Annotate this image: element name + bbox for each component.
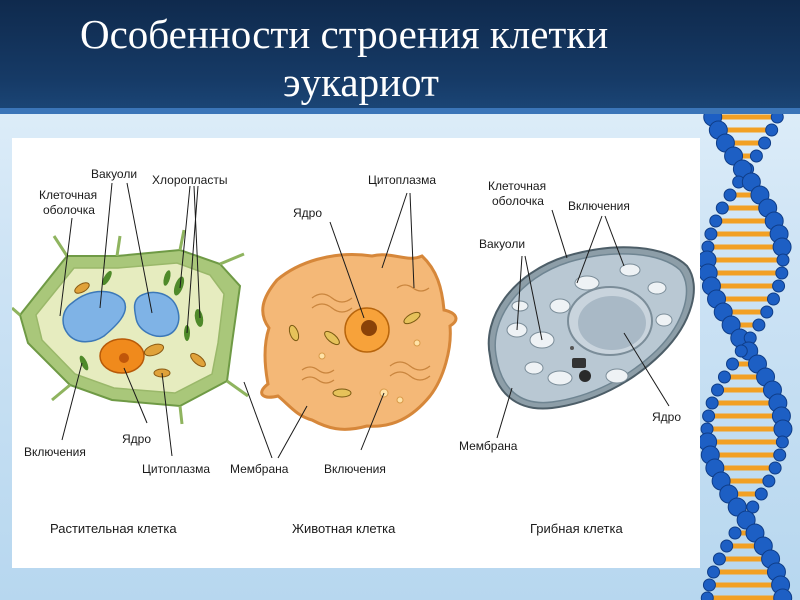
dna-bead bbox=[754, 487, 768, 501]
fungal-vacuoles bbox=[506, 263, 673, 386]
dna-bead bbox=[772, 279, 786, 293]
animal-labels: Цитоплазма Ядро Мембрана Включения Живот… bbox=[230, 173, 436, 536]
animal-label-cytoplasm: Цитоплазма bbox=[368, 173, 436, 187]
slide-title-line-2: эукариот bbox=[283, 59, 439, 105]
dna-bead bbox=[766, 292, 780, 306]
plant-caption: Растительная клетка bbox=[50, 521, 177, 536]
fungal-inclusions bbox=[570, 346, 591, 382]
dna-bead bbox=[707, 565, 721, 579]
plant-label-chloroplasts: Хлоропласты bbox=[152, 173, 227, 187]
dna-bead bbox=[717, 370, 731, 384]
dna-bead bbox=[723, 188, 737, 202]
plant-label-inclusions: Включения bbox=[24, 445, 86, 459]
dna-bead bbox=[776, 253, 790, 267]
plant-cell-neighbors bbox=[12, 229, 249, 425]
dna-bead bbox=[773, 448, 787, 462]
dna-bead bbox=[726, 357, 740, 371]
leader-lines bbox=[59, 182, 670, 459]
fungal-caption: Грибная клетка bbox=[530, 521, 623, 536]
animal-label-membrane: Мембрана bbox=[230, 462, 289, 476]
plant-label-nucleus: Ядро bbox=[122, 432, 151, 446]
dna-bead bbox=[724, 146, 744, 166]
animal-mitochondria bbox=[288, 311, 421, 398]
dna-bead bbox=[705, 396, 719, 410]
plant-label-vacuoles: Вакуоли bbox=[91, 167, 137, 181]
plant-cell bbox=[12, 229, 249, 425]
dna-bead bbox=[749, 149, 763, 163]
plant-labels: Вакуоли Хлоропласты Клеточная оболочка В… bbox=[24, 167, 227, 536]
fungal-label-inclusions: Включения bbox=[568, 199, 630, 213]
plant-chloroplasts bbox=[79, 270, 204, 371]
animal-label-nucleus: Ядро bbox=[293, 206, 322, 220]
slide-header bbox=[0, 0, 800, 112]
plant-label-wall-line1: Клеточная bbox=[39, 188, 97, 202]
fungal-labels: Клеточная оболочка Включения Вакуоли Ядр… bbox=[459, 179, 681, 536]
slide-title-line-1: Особенности строения клетки bbox=[80, 11, 609, 57]
dna-bead bbox=[758, 136, 772, 150]
plant-vacuole-left bbox=[62, 290, 127, 343]
fungal-label-wall-line1: Клеточная bbox=[488, 179, 546, 193]
dna-bead bbox=[775, 435, 789, 449]
cell-diagram: Вакуоли Хлоропласты Клеточная оболочка В… bbox=[12, 167, 695, 536]
fungal-cell bbox=[487, 246, 695, 410]
fungal-nucleus-inner bbox=[578, 296, 646, 350]
dna-bead bbox=[773, 588, 793, 600]
dna-bead bbox=[704, 227, 718, 241]
dna-bead bbox=[768, 461, 782, 475]
fungal-label-membrane: Мембрана bbox=[459, 439, 518, 453]
dna-bead bbox=[709, 214, 723, 228]
dna-bead bbox=[736, 510, 756, 530]
plant-nucleolus bbox=[119, 353, 129, 363]
dna-bead bbox=[702, 578, 716, 592]
dna-bead bbox=[775, 266, 789, 280]
animal-inclusions bbox=[318, 339, 421, 404]
dna-bead bbox=[727, 497, 747, 517]
animal-nucleolus bbox=[361, 320, 377, 336]
dna-bead bbox=[712, 552, 726, 566]
dna-bead bbox=[715, 201, 729, 215]
plant-label-wall-line2: оболочка bbox=[43, 203, 95, 217]
fungal-label-vacuoles: Вакуоли bbox=[479, 237, 525, 251]
dna-bead bbox=[702, 409, 716, 423]
animal-caption: Животная клетка bbox=[292, 521, 396, 536]
plant-vacuole-right bbox=[133, 291, 180, 338]
plant-label-cytoplasm: Цитоплазма bbox=[142, 462, 210, 476]
plant-mitochondria bbox=[74, 282, 206, 378]
dna-bead bbox=[728, 526, 742, 540]
dna-bead bbox=[720, 539, 734, 553]
dna-bead bbox=[700, 591, 714, 600]
dna-bead bbox=[752, 318, 766, 332]
animal-er bbox=[301, 284, 431, 384]
dna-bead bbox=[772, 237, 792, 257]
fungal-label-wall-line2: оболочка bbox=[492, 194, 544, 208]
animal-label-inclusions: Включения bbox=[324, 462, 386, 476]
fungal-label-nucleus: Ядро bbox=[652, 410, 681, 424]
dna-bead bbox=[746, 500, 760, 514]
dna-bead bbox=[773, 419, 793, 439]
dna-bead bbox=[765, 123, 779, 137]
dna-bead bbox=[760, 305, 774, 319]
dna-bead bbox=[762, 474, 776, 488]
dna-bead bbox=[734, 344, 748, 358]
dna-bead bbox=[711, 383, 725, 397]
header-divider bbox=[0, 108, 800, 114]
animal-cell bbox=[260, 253, 458, 431]
